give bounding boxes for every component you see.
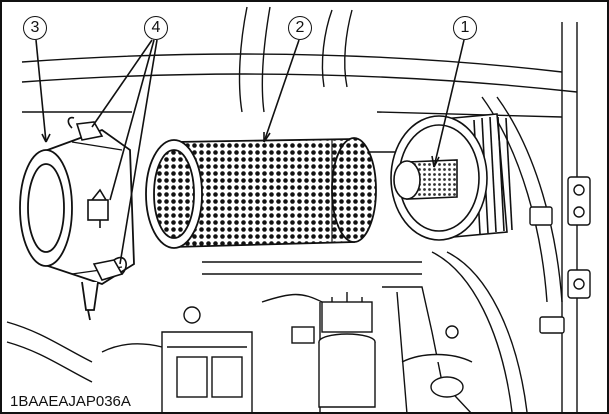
callout-3: 3 [23, 16, 47, 40]
inner-element [393, 159, 458, 200]
callout-1: 1 [453, 16, 477, 40]
figure-id: 1BAAEAJAP036A [8, 393, 137, 410]
mounting-brackets [529, 176, 591, 334]
air-cleaner-body [390, 113, 513, 241]
callout-4: 4 [144, 16, 168, 40]
leader-lines [35, 39, 465, 265]
clamp-top [67, 116, 104, 141]
outer-filter-element [145, 137, 377, 249]
clamp-bottom [92, 256, 127, 281]
clamp-middle [87, 188, 109, 228]
callout-2: 2 [288, 16, 312, 40]
dust-cup-cover [19, 128, 135, 321]
fuel-filter-assembly [101, 286, 473, 412]
